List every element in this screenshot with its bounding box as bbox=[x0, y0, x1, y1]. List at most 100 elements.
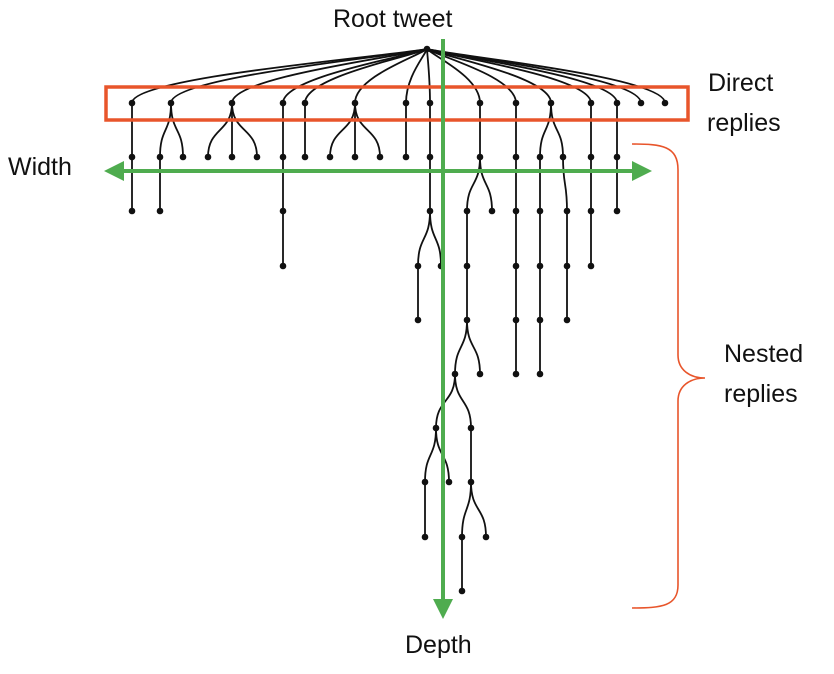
nested-replies-label-line1: Nested bbox=[724, 340, 804, 368]
reply-node bbox=[512, 153, 520, 161]
reply-node bbox=[414, 262, 422, 270]
reply-node bbox=[661, 99, 669, 107]
reply-node bbox=[423, 45, 431, 53]
width-arrow-left-head bbox=[104, 161, 124, 181]
reply-node bbox=[476, 370, 484, 378]
reply-edge bbox=[429, 210, 442, 267]
reply-node bbox=[482, 533, 490, 541]
reply-edge bbox=[231, 48, 428, 104]
nested-replies-label-line2: replies bbox=[724, 380, 798, 408]
reply-node bbox=[351, 153, 359, 161]
reply-node bbox=[301, 99, 309, 107]
reply-node bbox=[279, 153, 287, 161]
reply-edge bbox=[207, 102, 233, 158]
reply-node bbox=[156, 207, 164, 215]
reply-node bbox=[563, 262, 571, 270]
reply-node bbox=[536, 262, 544, 270]
reply-node bbox=[458, 587, 466, 595]
reply-node bbox=[426, 99, 434, 107]
reply-edge bbox=[231, 102, 258, 158]
reply-edge bbox=[454, 373, 472, 429]
direct-replies-label-line1: Direct bbox=[708, 69, 774, 97]
reply-edge bbox=[435, 373, 456, 429]
reply-node bbox=[547, 99, 555, 107]
reply-node bbox=[463, 316, 471, 324]
reply-edge bbox=[562, 156, 568, 212]
root-tweet-label: Root tweet bbox=[333, 5, 453, 33]
reply-node bbox=[426, 153, 434, 161]
reply-node bbox=[128, 153, 136, 161]
reply-edge bbox=[354, 102, 381, 158]
reply-edge bbox=[170, 102, 184, 158]
reply-edge bbox=[466, 156, 481, 212]
nested-replies-bracket bbox=[631, 143, 706, 609]
depth-arrow-head bbox=[433, 599, 453, 619]
reply-node bbox=[204, 153, 212, 161]
reply-node bbox=[587, 153, 595, 161]
reply-node bbox=[228, 99, 236, 107]
reply-node bbox=[563, 316, 571, 324]
reply-node bbox=[536, 153, 544, 161]
reply-edge bbox=[417, 210, 431, 267]
reply-edge bbox=[424, 427, 437, 483]
reply-node bbox=[402, 99, 410, 107]
reply-edge bbox=[466, 319, 481, 375]
reply-node bbox=[613, 207, 621, 215]
reply-edge bbox=[470, 481, 487, 538]
reply-node bbox=[376, 153, 384, 161]
reply-node bbox=[402, 153, 410, 161]
reply-edge bbox=[479, 156, 493, 212]
reply-edge bbox=[304, 48, 428, 104]
reply-edge bbox=[170, 48, 428, 104]
reply-edge bbox=[426, 48, 481, 104]
reply-node bbox=[128, 207, 136, 215]
reply-node bbox=[128, 99, 136, 107]
reply-node bbox=[253, 153, 261, 161]
reply-node bbox=[179, 153, 187, 161]
reply-node bbox=[559, 153, 567, 161]
reply-node bbox=[536, 316, 544, 324]
reply-node bbox=[536, 207, 544, 215]
reply-edge bbox=[550, 102, 564, 158]
reply-node bbox=[326, 153, 334, 161]
width-arrow-right-head bbox=[632, 161, 652, 181]
reply-edge bbox=[354, 48, 428, 104]
reply-node bbox=[421, 533, 429, 541]
reply-node bbox=[512, 207, 520, 215]
reply-node bbox=[463, 262, 471, 270]
reply-node bbox=[426, 207, 434, 215]
width-label: Width bbox=[8, 153, 72, 181]
reply-edge bbox=[539, 102, 552, 158]
depth-label: Depth bbox=[405, 631, 472, 659]
reply-node bbox=[432, 424, 440, 432]
reply-edge bbox=[426, 48, 666, 104]
reply-edge bbox=[454, 319, 468, 375]
reply-node bbox=[536, 370, 544, 378]
reply-node bbox=[587, 207, 595, 215]
reply-node bbox=[421, 478, 429, 486]
reply-node bbox=[637, 99, 645, 107]
reply-node bbox=[512, 262, 520, 270]
reply-node bbox=[445, 478, 453, 486]
reply-node bbox=[587, 262, 595, 270]
reply-node bbox=[301, 153, 309, 161]
reply-node bbox=[512, 370, 520, 378]
reply-node bbox=[476, 153, 484, 161]
reply-node bbox=[351, 99, 359, 107]
reply-node bbox=[414, 316, 422, 324]
reply-node bbox=[279, 207, 287, 215]
reply-node bbox=[587, 99, 595, 107]
reply-node bbox=[467, 424, 475, 432]
reply-node bbox=[458, 533, 466, 541]
reply-node bbox=[613, 99, 621, 107]
reply-node bbox=[563, 207, 571, 215]
reply-node bbox=[463, 207, 471, 215]
reply-node bbox=[512, 99, 520, 107]
reply-edge bbox=[159, 102, 172, 158]
reply-node bbox=[279, 262, 287, 270]
reply-node bbox=[613, 153, 621, 161]
reply-edge bbox=[329, 102, 356, 158]
reply-node bbox=[167, 99, 175, 107]
